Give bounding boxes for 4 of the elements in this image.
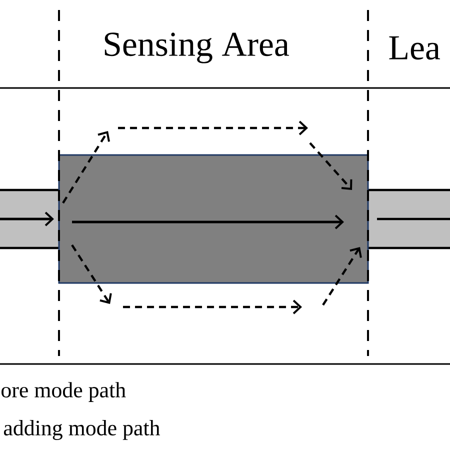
label: Lea — [389, 36, 440, 60]
label: ore mode path — [2, 382, 126, 402]
label: Sensing Area — [104, 32, 289, 64]
label: adding mode path — [4, 420, 160, 440]
